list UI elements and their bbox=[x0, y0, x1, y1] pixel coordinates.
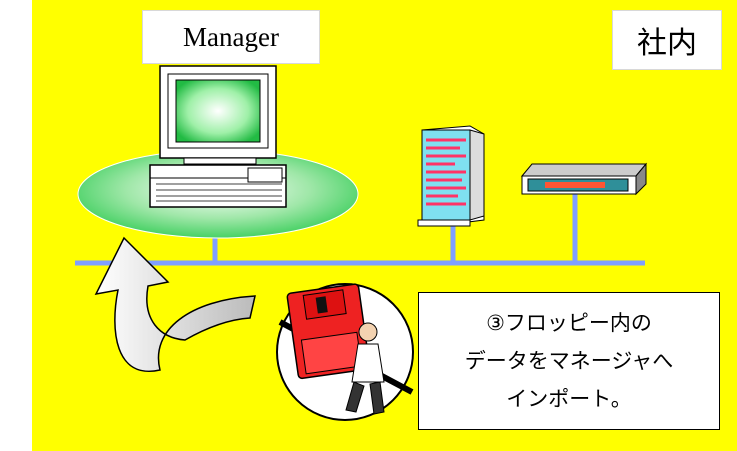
import-arrow-icon bbox=[94, 236, 256, 373]
manager-computer-icon bbox=[149, 65, 287, 208]
manager-label: Manager bbox=[142, 10, 320, 64]
manager-label-text: Manager bbox=[183, 21, 279, 52]
person-icon bbox=[345, 322, 385, 415]
step-line-2: データをマネージャへ bbox=[464, 349, 674, 373]
step-line-3: インポート。 bbox=[506, 387, 632, 411]
router-icon bbox=[520, 162, 648, 196]
step-line-1: ③フロッピー内の bbox=[486, 311, 652, 335]
office-label: 社内 bbox=[612, 10, 722, 70]
step-description-box: ③フロッピー内の データをマネージャへ インポート。 bbox=[418, 292, 720, 430]
floppy-disk-icon bbox=[286, 283, 371, 380]
floppy-carrier-icon bbox=[276, 283, 414, 421]
office-label-text: 社内 bbox=[637, 26, 697, 61]
server-icon bbox=[417, 125, 485, 227]
